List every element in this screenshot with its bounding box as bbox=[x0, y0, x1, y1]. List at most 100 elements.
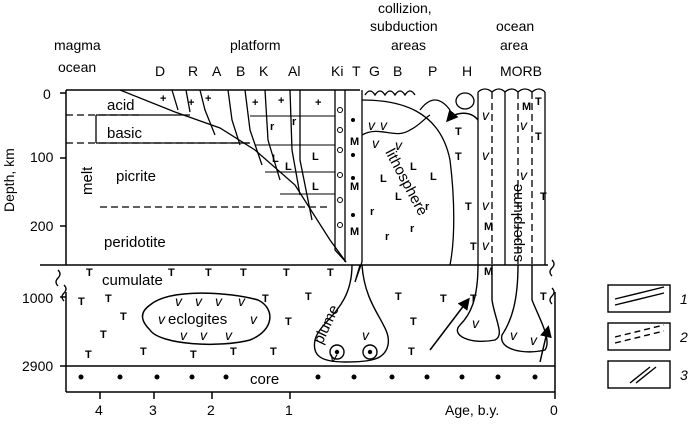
label-acid: acid bbox=[107, 97, 135, 114]
svg-text:T: T bbox=[85, 349, 92, 361]
svg-text:T: T bbox=[105, 293, 112, 305]
svg-text:T: T bbox=[410, 316, 417, 328]
svg-text:v: v bbox=[482, 147, 490, 163]
x-tick-1: 1 bbox=[285, 402, 293, 418]
svg-text:T: T bbox=[168, 267, 175, 279]
svg-text:+: + bbox=[188, 97, 194, 109]
symbols-dots-column bbox=[351, 118, 355, 217]
column-label-T: T bbox=[352, 63, 361, 79]
column-label-G: G bbox=[369, 63, 380, 79]
svg-text:T: T bbox=[465, 201, 472, 213]
svg-text:+: + bbox=[205, 93, 211, 105]
column-label-B2: B bbox=[393, 63, 402, 79]
svg-text:T: T bbox=[535, 96, 542, 108]
symbols-L: LLL LLL LL bbox=[272, 151, 437, 203]
ocean-area-label-1: ocean bbox=[496, 18, 534, 34]
svg-text:T: T bbox=[395, 291, 402, 303]
ocean-area-label-2: area bbox=[500, 37, 528, 53]
y-axis-title: Depth, km bbox=[1, 148, 17, 212]
magma-ocean-label-1: magma bbox=[54, 37, 101, 53]
svg-text:T: T bbox=[540, 191, 547, 203]
legend-box-2 bbox=[607, 322, 671, 351]
y-tick-0: 0 bbox=[43, 86, 51, 102]
collision-zone bbox=[344, 90, 455, 283]
x-tick-2: 2 bbox=[207, 402, 215, 418]
svg-text:r: r bbox=[385, 231, 390, 243]
svg-text:v: v bbox=[238, 293, 246, 309]
svg-text:v: v bbox=[482, 197, 490, 213]
svg-text:v: v bbox=[372, 135, 380, 151]
svg-text:M: M bbox=[350, 136, 359, 148]
svg-text:T: T bbox=[283, 267, 290, 279]
svg-text:M: M bbox=[484, 221, 493, 233]
legend-label-2: 2 bbox=[679, 329, 688, 345]
svg-text:v: v bbox=[395, 137, 403, 153]
svg-text:L: L bbox=[395, 191, 402, 203]
x-axis-ticks bbox=[99, 392, 556, 399]
platform-layers bbox=[250, 115, 335, 195]
symbols-plus: +++ +++ bbox=[160, 93, 321, 109]
svg-text:v: v bbox=[472, 315, 480, 331]
y-axis-ticks bbox=[60, 92, 66, 367]
x-tick-0: 0 bbox=[550, 402, 558, 418]
label-melt: melt bbox=[79, 166, 96, 195]
svg-text:v: v bbox=[250, 311, 258, 327]
svg-text:v: v bbox=[175, 293, 183, 309]
symbols-o bbox=[337, 107, 343, 228]
column-label-B: B bbox=[236, 63, 245, 79]
column-label-R: R bbox=[188, 63, 198, 79]
x-axis-title: Age, b.y. bbox=[445, 402, 499, 418]
label-eclogites: eclogites bbox=[168, 311, 227, 328]
column-label-A: A bbox=[212, 63, 222, 79]
svg-text:T: T bbox=[285, 316, 292, 328]
legend-box-1 bbox=[607, 284, 671, 313]
svg-text:v: v bbox=[482, 237, 490, 253]
legend-label-3: 3 bbox=[680, 367, 688, 383]
label-basic: basic bbox=[107, 125, 143, 142]
svg-text:L: L bbox=[285, 161, 292, 173]
core-dots bbox=[78, 374, 538, 380]
svg-text:T: T bbox=[120, 311, 127, 323]
svg-text:v: v bbox=[520, 167, 528, 183]
label-cumulate: cumulate bbox=[102, 272, 163, 289]
platform-label: platform bbox=[230, 37, 281, 53]
svg-text:L: L bbox=[430, 171, 437, 183]
svg-text:T: T bbox=[455, 151, 462, 163]
svg-text:+: + bbox=[252, 97, 258, 109]
label-superplume: superplume bbox=[509, 184, 526, 262]
ocean-plumes-upper bbox=[477, 88, 546, 265]
svg-text:v: v bbox=[225, 327, 233, 343]
collision-label-3: areas bbox=[391, 37, 426, 53]
svg-text:r: r bbox=[410, 223, 415, 235]
upper-frame bbox=[40, 89, 548, 266]
flow-arrows bbox=[429, 109, 552, 363]
legend-box-3 bbox=[607, 360, 671, 389]
svg-text:L: L bbox=[380, 173, 387, 185]
y-tick-200: 200 bbox=[30, 218, 54, 234]
axis-break-left bbox=[55, 269, 67, 302]
svg-text:v: v bbox=[368, 117, 376, 133]
column-label-H: H bbox=[462, 63, 472, 79]
svg-text:L: L bbox=[312, 151, 319, 163]
collision-label-2: subduction bbox=[370, 18, 438, 34]
svg-text:T: T bbox=[240, 267, 247, 279]
svg-text:M: M bbox=[350, 181, 359, 193]
svg-text:v: v bbox=[530, 332, 538, 348]
svg-text:T: T bbox=[230, 346, 237, 358]
svg-text:T: T bbox=[455, 126, 462, 138]
label-core: core bbox=[250, 371, 279, 388]
svg-text:T: T bbox=[535, 131, 542, 143]
svg-text:T: T bbox=[305, 291, 312, 303]
symbols-M: MMM MMM bbox=[350, 101, 531, 278]
svg-text:v: v bbox=[380, 117, 388, 133]
axis-break-right bbox=[549, 259, 555, 305]
svg-text:T: T bbox=[140, 346, 147, 358]
svg-text:+: + bbox=[278, 95, 284, 107]
magma-ocean-label-2: ocean bbox=[58, 59, 96, 75]
svg-text:v: v bbox=[330, 349, 338, 365]
svg-text:r: r bbox=[270, 121, 275, 133]
svg-text:T: T bbox=[470, 241, 477, 253]
svg-text:T: T bbox=[408, 346, 415, 358]
